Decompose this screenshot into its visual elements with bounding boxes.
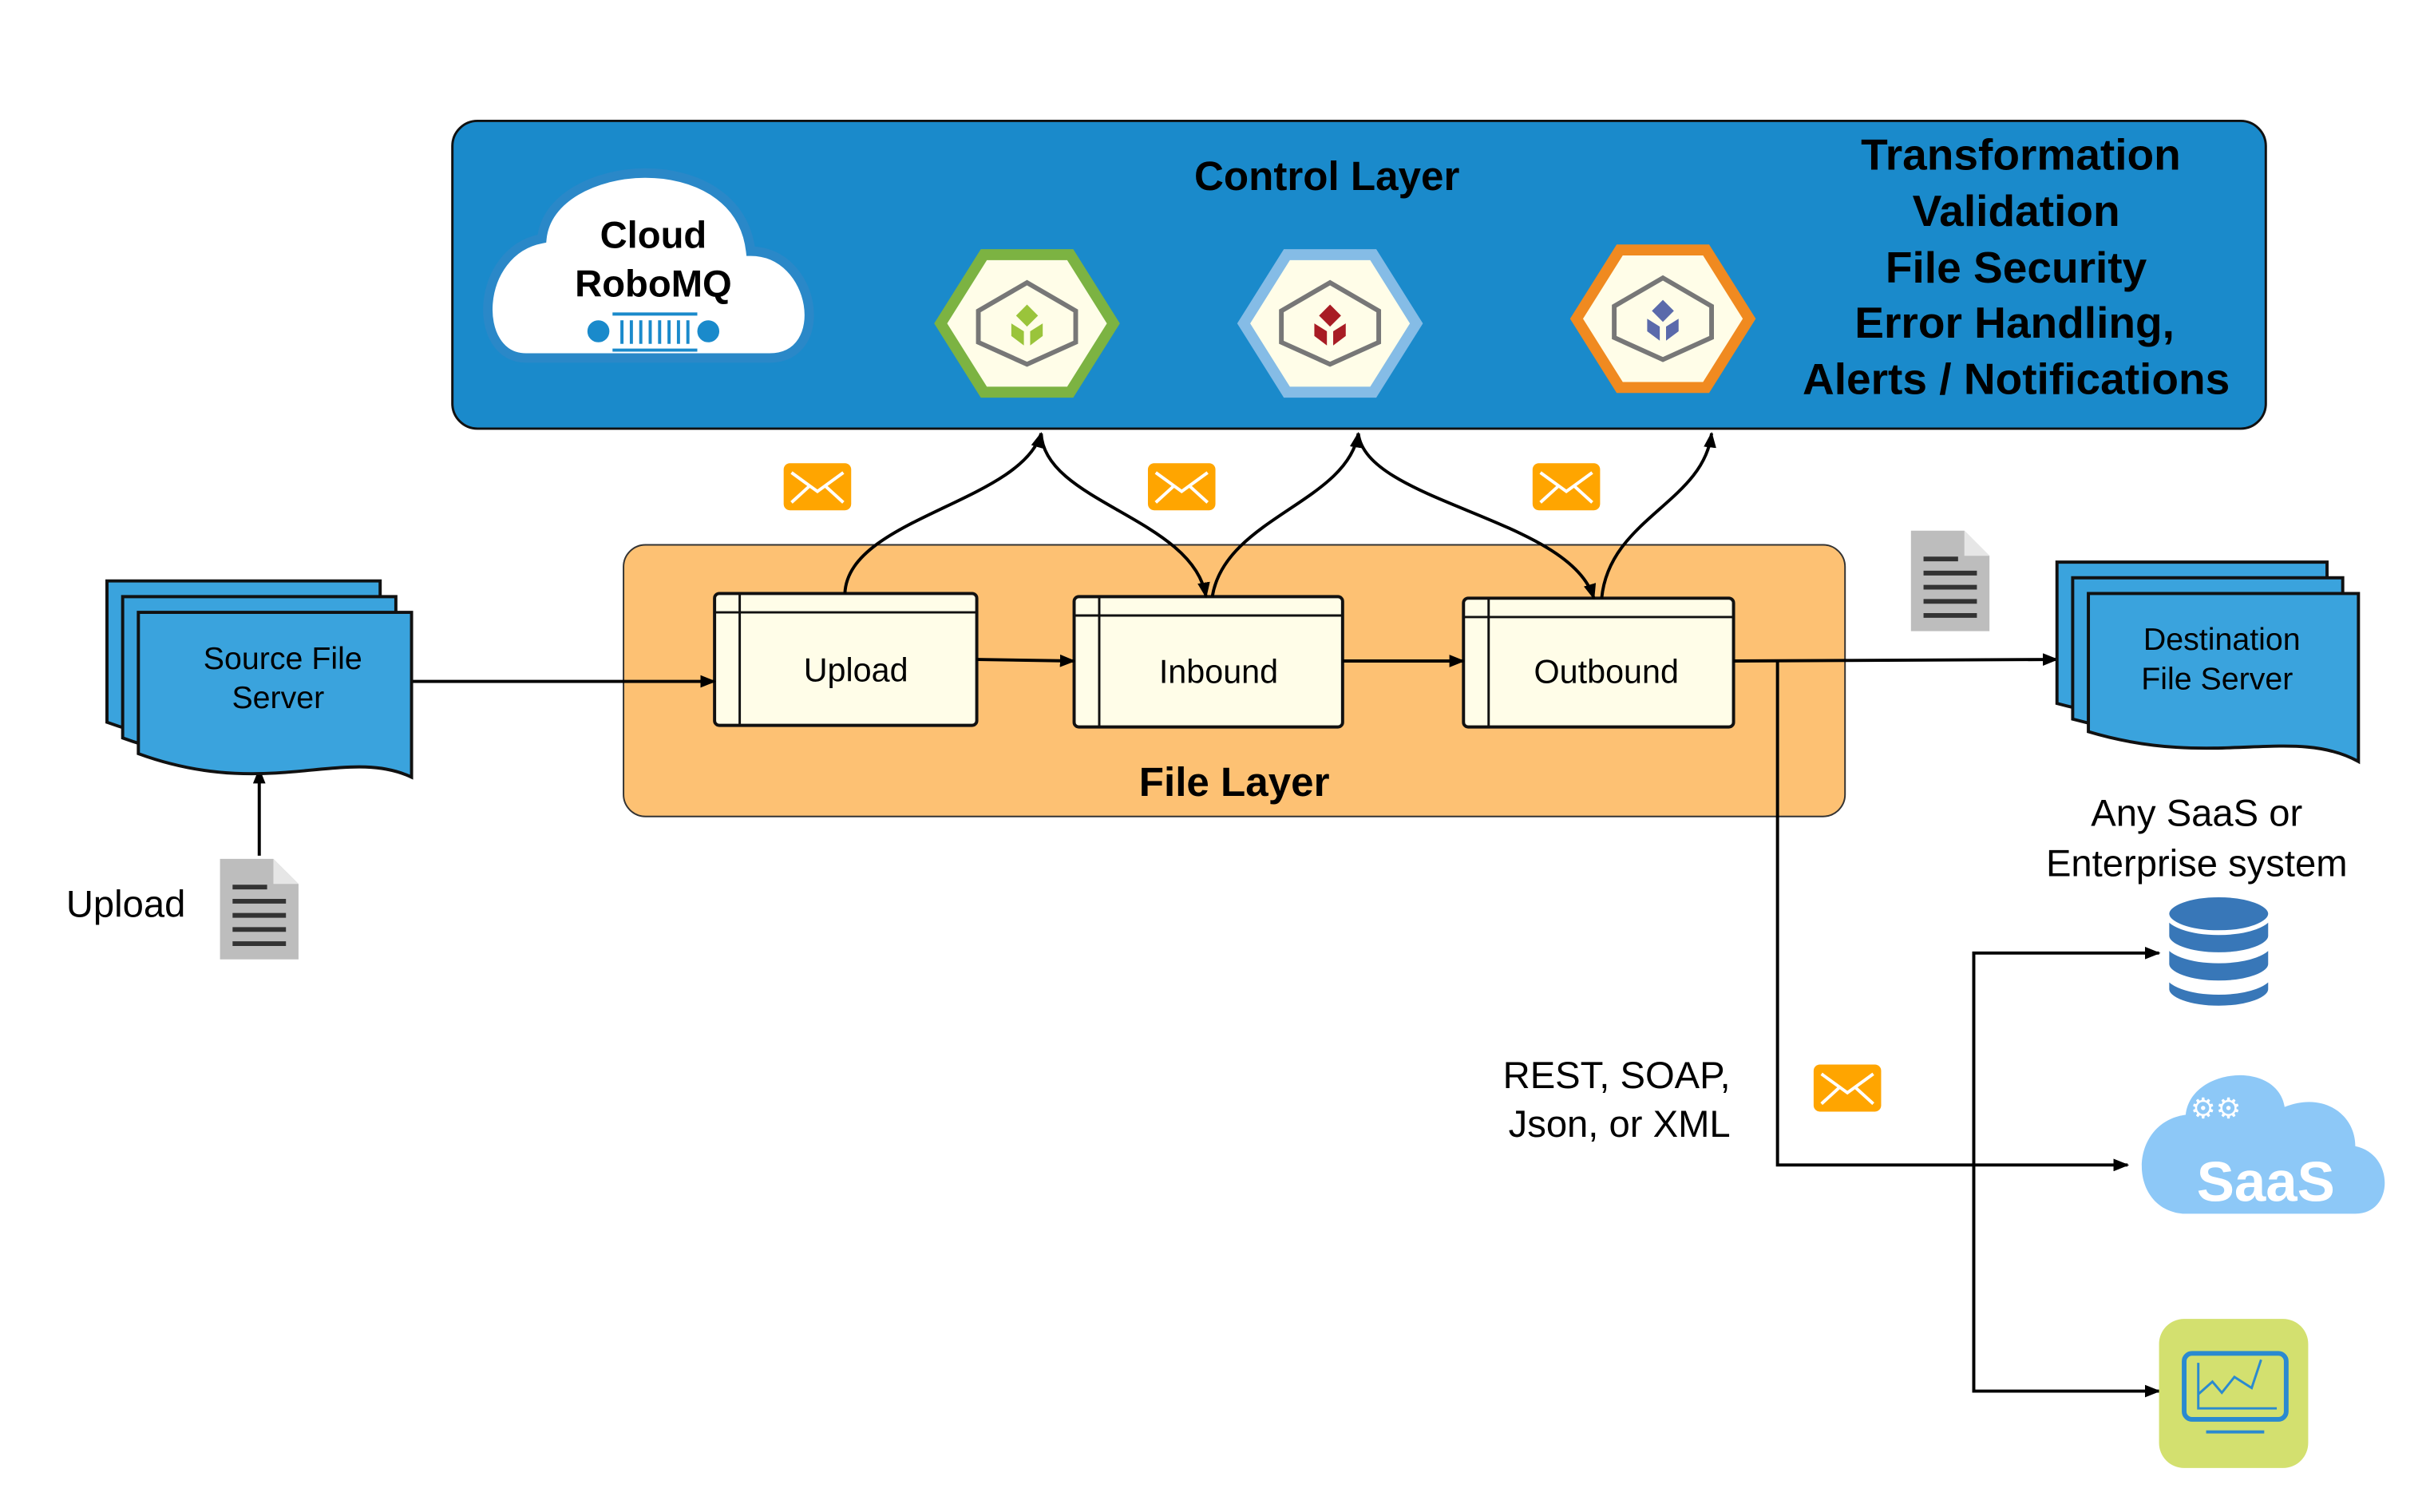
protocols-label: REST, SOAP, [1503, 1055, 1731, 1097]
enterprise-caption-2: Enterprise system [2046, 842, 2348, 885]
green-cube-hexagon[interactable] [934, 249, 1120, 398]
destination-server-label-2: File Server [2141, 661, 2293, 696]
control-layer-panel: Control Layer Cloud RoboMQ Transformatio… [451, 119, 2267, 430]
blue-red-cube-hexagon[interactable] [1237, 249, 1423, 398]
cloud-label: Cloud [600, 215, 707, 257]
capability-error-handling: Error Handling, [1854, 298, 2175, 347]
step-upload[interactable]: Upload [713, 592, 979, 727]
source-server-label-2: Server [232, 680, 324, 715]
step-upload-label: Upload [804, 652, 908, 689]
message-envelope-icon [1146, 461, 1217, 513]
capability-alerts: Alerts / Notifications [1803, 354, 2230, 404]
capability-file-security: File Security [1886, 243, 2147, 292]
analytics-monitor-icon [2159, 1319, 2309, 1468]
source-file-server [105, 579, 414, 780]
cube-icon [976, 279, 1078, 367]
file-layer-title: File Layer [1139, 759, 1330, 805]
destination-server-label: Destination [2143, 622, 2301, 657]
message-envelope-icon [782, 461, 853, 513]
upload-label: Upload [66, 884, 186, 926]
orange-cube-hexagon[interactable] [1569, 244, 1756, 394]
source-server-label: Source File [204, 641, 362, 676]
message-envelope-icon [1530, 461, 1602, 513]
step-inbound[interactable]: Inbound [1072, 595, 1344, 729]
capabilities-list: Transformation Validation File Security … [1803, 129, 2230, 403]
cube-icon [1279, 279, 1382, 367]
robomq-label: RoboMQ [575, 263, 732, 306]
saas-cloud-icon: ⚙⚙ SaaS [2141, 1075, 2385, 1214]
queue-icon [587, 312, 720, 352]
step-outbound-label: Outbound [1534, 654, 1679, 691]
step-inbound-label: Inbound [1159, 654, 1278, 691]
control-layer-title: Control Layer [1194, 153, 1459, 199]
step-outbound[interactable]: Outbound [1462, 596, 1735, 729]
message-envelope-icon [1811, 1063, 1883, 1114]
saas-label: SaaS [2197, 1151, 2335, 1214]
capability-validation: Validation [1913, 186, 2120, 236]
connectors [252, 431, 2161, 1398]
gear-icon: ⚙⚙ [2191, 1092, 2241, 1124]
cube-icon [1612, 275, 1714, 362]
destination-file-server [2055, 560, 2361, 765]
document-icon [1911, 531, 1989, 631]
database-icon [2164, 893, 2274, 1011]
cloud-robomq-logo: Cloud RoboMQ [483, 168, 814, 363]
enterprise-caption: Any SaaS or [2091, 793, 2302, 835]
capability-transformation: Transformation [1861, 129, 2181, 179]
protocols-label-2: Json, or XML [1509, 1103, 1731, 1146]
upload-document-icon [220, 859, 299, 960]
